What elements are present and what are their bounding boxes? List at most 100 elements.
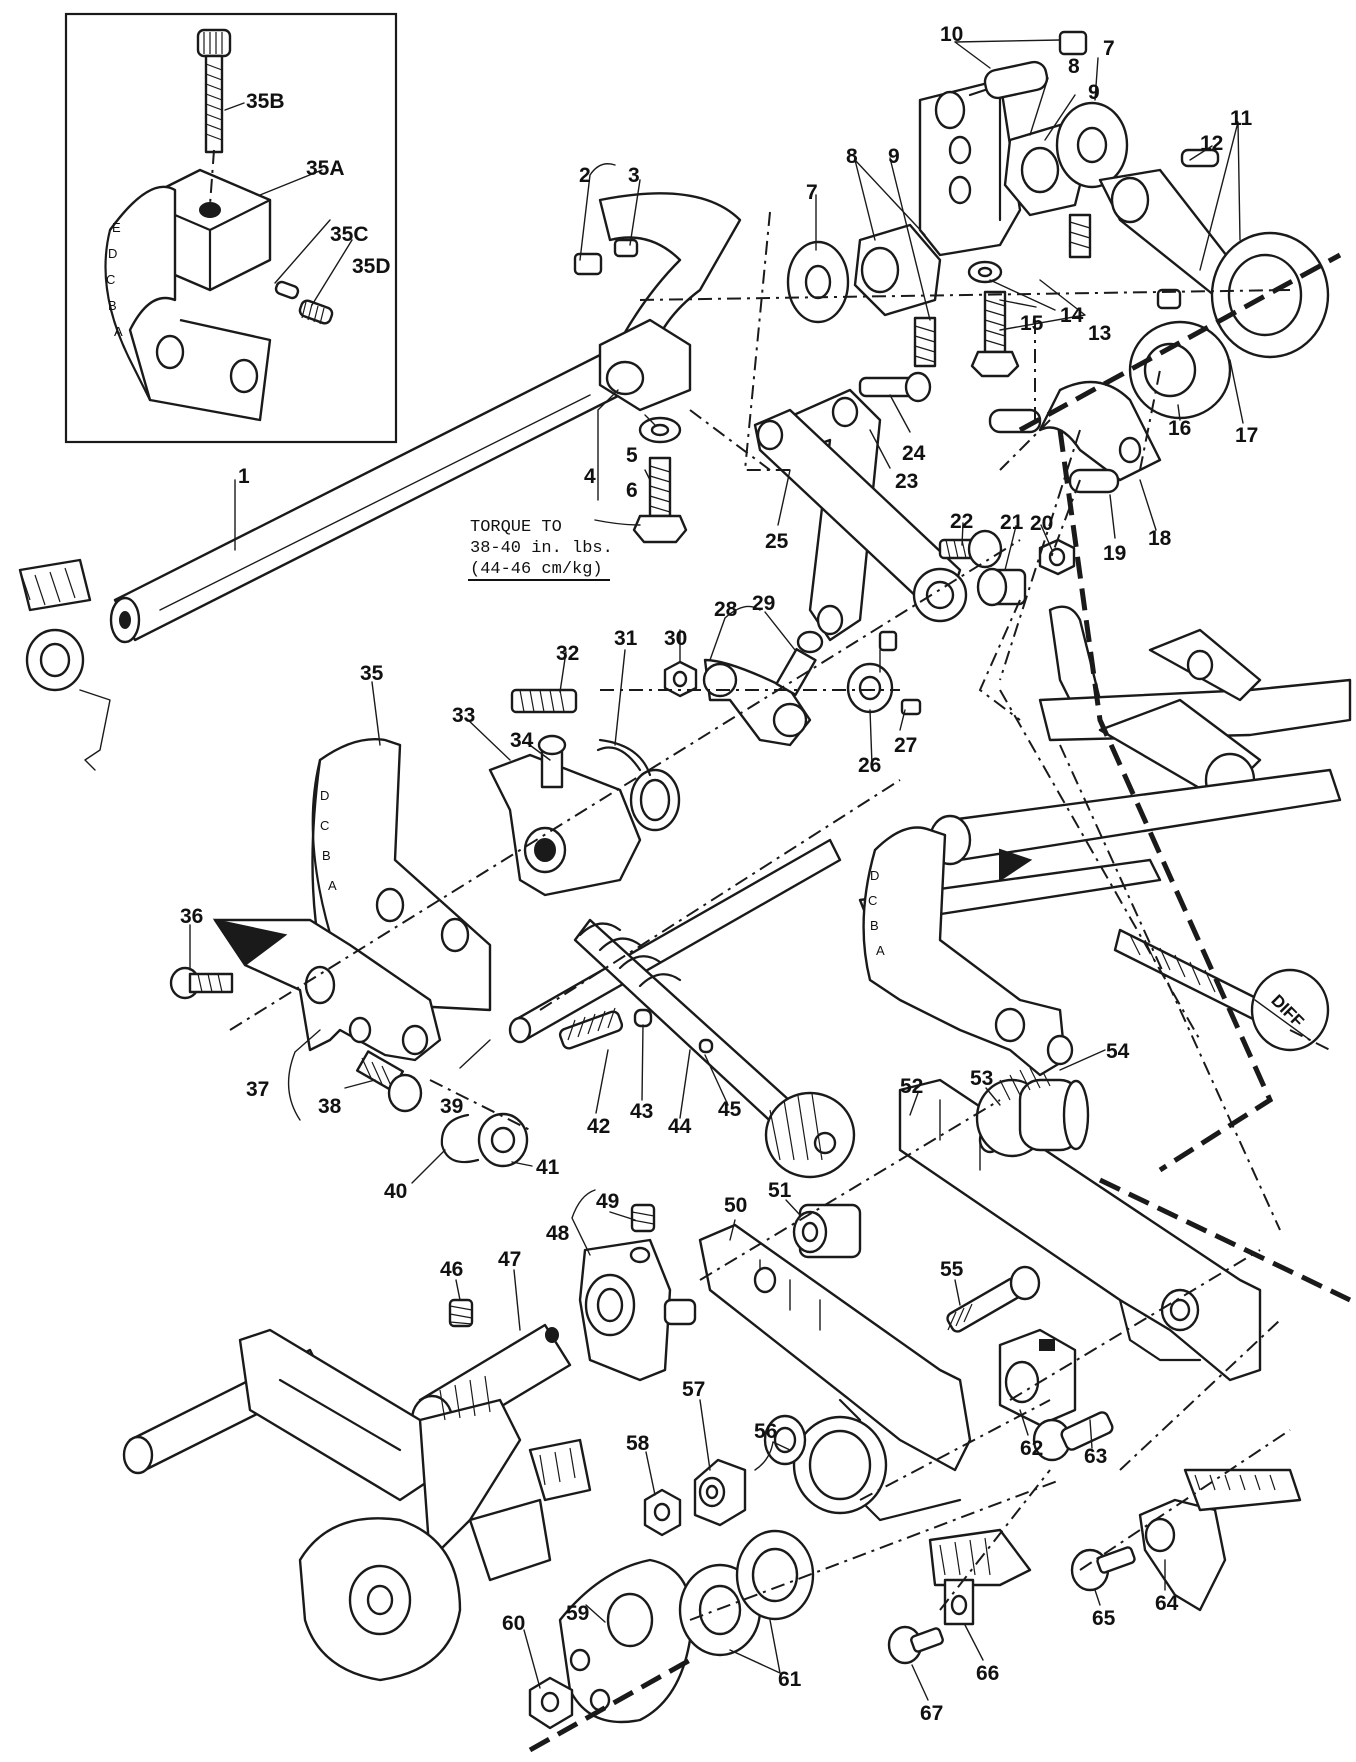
label-61: 61 [778,1668,802,1691]
label-35: 35 [360,662,384,685]
svg-text:A: A [114,324,123,339]
label-22: 22 [950,510,973,533]
retaining-ring-40 [440,1113,480,1164]
label-53: 53 [970,1067,993,1090]
label-14: 14 [1060,304,1084,327]
eccentric-56 [763,1414,888,1515]
label-7-left: 7 [806,181,818,204]
inset-detail-35: E D C B A [64,12,398,444]
nut-30 [663,660,698,698]
washer-7-right [1055,101,1129,189]
label-57: 57 [682,1378,705,1401]
pin-35c [274,280,300,300]
label-60: 60 [502,1612,525,1635]
label-12: 12 [1200,132,1223,155]
label-21: 21 [1000,511,1024,534]
bearings-61 [678,1529,815,1657]
svg-text:C: C [320,818,329,833]
setscrew-2 [573,252,603,276]
label-23: 23 [895,470,918,493]
label-35c: 35C [330,223,369,246]
inset-border [64,12,398,444]
nut-20 [1038,538,1076,576]
label-36: 36 [180,905,203,928]
washer-7-left [786,240,850,324]
label-62: 62 [1020,1437,1043,1460]
label-1: 1 [238,465,250,488]
label-11: 11 [1230,107,1253,130]
label-35a: 35A [306,157,345,180]
label-32: 32 [556,642,579,665]
label-5: 5 [626,444,638,467]
part-labels: 1 2 3 4 5 6 7 7 8 8 9 9 10 11 12 13 14 1… [180,23,1258,1725]
assembly-lines [229,211,1331,1621]
svg-text:A: A [876,943,885,958]
label-16: 16 [1168,417,1191,440]
svg-text:D: D [870,868,879,883]
eccentric-8-left [853,223,942,317]
link-25 [753,408,968,623]
label-26: 26 [858,754,881,777]
screw-12 [1180,148,1220,168]
collar-16 [1128,320,1232,420]
label-25: 25 [765,530,789,553]
label-3: 3 [628,164,640,187]
bushing-51 [792,1203,862,1259]
cam-59 [558,1558,693,1724]
torque-note-line1: TORQUE TO [470,518,562,537]
bracket-33 [488,753,642,897]
leader-lines [189,39,1244,1701]
screw-24 [858,371,932,403]
washer-41 [477,1112,529,1168]
label-56: 56 [754,1420,777,1443]
label-46: 46 [440,1258,463,1281]
label-42: 42 [587,1115,610,1138]
block-62 [998,1328,1077,1427]
torque-note-line3: (44-46 cm/kg) [470,560,603,579]
feed-dog-64 [1138,1468,1302,1612]
label-50: 50 [724,1194,747,1217]
collar-26 [846,662,894,714]
screw-36 [169,966,234,1000]
dial-35-marks: D C B A [320,788,337,893]
dial-plate [109,185,272,422]
screw-29 [775,630,824,697]
label-31: 31 [614,627,638,650]
label-51: 51 [768,1179,792,1202]
screw-55 [946,1265,1041,1333]
svg-text:E: E [112,220,121,235]
screw-9-right [1068,213,1092,259]
crank-2 [573,192,742,412]
pin-45 [698,1038,714,1054]
label-9-left: 9 [888,145,900,168]
knob-53 [975,1078,1090,1158]
assembled-feed-unit [122,1328,592,1682]
label-59: 59 [566,1602,589,1625]
bushing-21 [976,567,1027,607]
screw-65 [1070,1546,1136,1592]
pin-43 [633,1008,653,1028]
screw-32 [510,688,578,714]
setscrew-46 [448,1298,474,1328]
label-6: 6 [626,479,638,502]
crank-48 [578,1238,697,1382]
label-58: 58 [626,1432,650,1455]
clamp-18 [1038,380,1162,482]
label-38: 38 [318,1095,342,1118]
bolt-15 [970,290,1020,378]
svg-text:D: D [320,788,329,803]
link-upper-13 [918,78,1022,257]
label-64: 64 [1155,1592,1179,1615]
label-30: 30 [664,627,687,650]
heavy-centerlines [528,252,1352,1753]
label-49: 49 [596,1190,619,1213]
label-47: 47 [498,1248,521,1271]
label-43: 43 [630,1100,653,1123]
label-45: 45 [718,1098,742,1121]
svg-text:C: C [868,893,877,908]
label-35d: 35D [352,255,391,278]
label-48: 48 [546,1222,570,1245]
adjust-knob-44 [573,918,856,1179]
lever-37 [212,918,442,1062]
